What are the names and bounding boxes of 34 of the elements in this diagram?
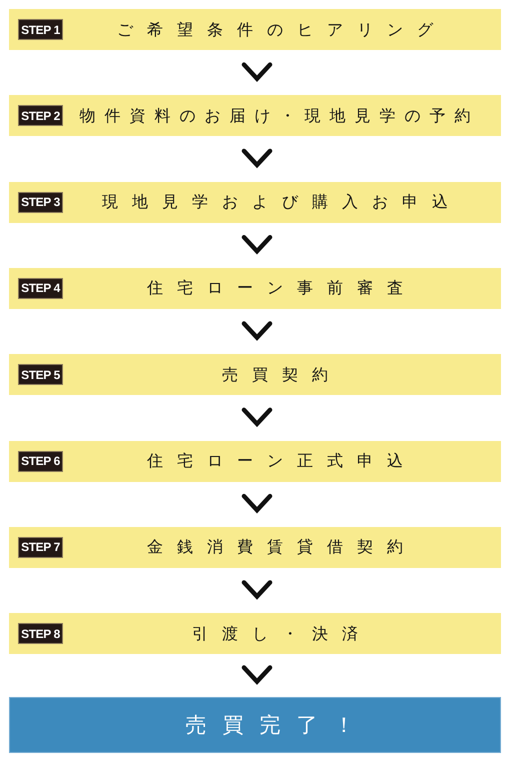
chevron-arrow xyxy=(242,580,272,600)
step-title: 住宅ローン正式申込 xyxy=(146,453,417,469)
chevron-arrow xyxy=(242,62,272,82)
chevron-arrow xyxy=(242,148,272,168)
step-box xyxy=(9,526,501,568)
step-badge: STEP 6 xyxy=(18,450,63,472)
step-title: 引渡し・決済 xyxy=(191,626,372,642)
chevron-arrow xyxy=(242,408,272,428)
chevron-arrow xyxy=(242,665,272,685)
step-badge: STEP 7 xyxy=(18,536,63,558)
step-box xyxy=(9,613,501,654)
step-box xyxy=(9,354,501,396)
step-title: 住宅ローン事前審査 xyxy=(146,280,417,296)
completion-text: 売買完了！ xyxy=(184,714,370,736)
step-box xyxy=(9,440,501,482)
step-box xyxy=(9,182,501,223)
chevron-arrow xyxy=(242,321,272,341)
step-badge: STEP 5 xyxy=(18,364,63,386)
step-title: 金銭消費賃貸借契約 xyxy=(146,539,417,556)
step-title: 物件資料のお届け・現地見学の予約 xyxy=(78,108,480,124)
step-title: ご希望条件のヒアリング xyxy=(116,22,447,38)
chevron-arrow xyxy=(242,494,272,514)
completion-banner xyxy=(9,697,501,753)
step-title: 売買契約 xyxy=(221,366,342,383)
step-badge: STEP 1 xyxy=(18,19,63,40)
step-box xyxy=(9,95,501,136)
step-box xyxy=(9,268,501,309)
step-badge: STEP 2 xyxy=(18,105,63,126)
step-badge: STEP 3 xyxy=(18,192,63,213)
step-box xyxy=(9,9,501,50)
step-title: 現地見学および購入お申込 xyxy=(101,194,462,210)
step-badge: STEP 8 xyxy=(18,623,63,644)
step-badge: STEP 4 xyxy=(18,278,63,299)
chevron-arrow xyxy=(242,235,272,255)
